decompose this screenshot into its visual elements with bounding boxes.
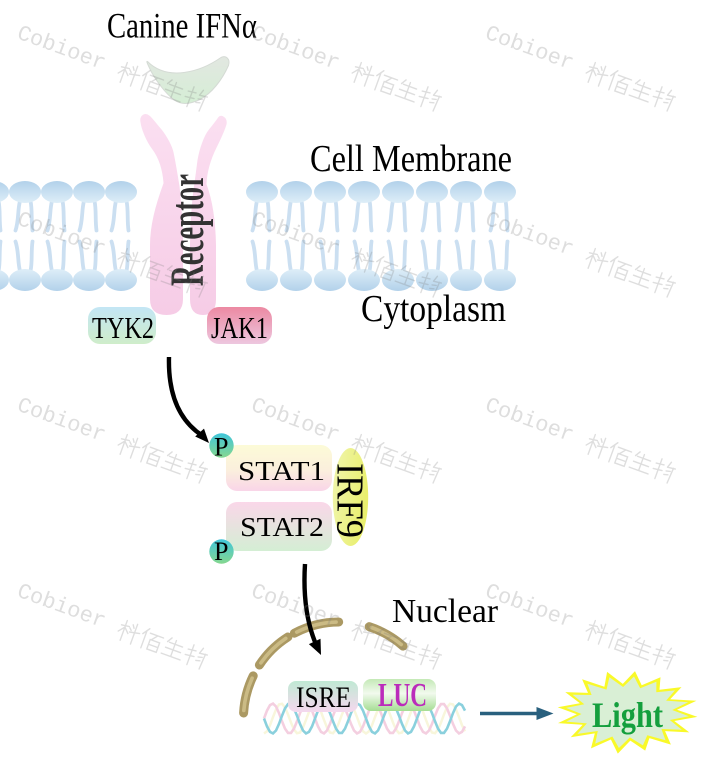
svg-text:STAT2: STAT2 [240,512,324,542]
svg-text:TYK2: TYK2 [92,310,154,345]
svg-text:Light: Light [592,695,663,735]
svg-text:ISRE: ISRE [296,681,351,714]
svg-text:STAT1: STAT1 [238,456,325,486]
svg-text:Canine IFNα: Canine IFNα [107,6,257,46]
svg-text:LUC: LUC [378,677,427,714]
svg-text:JAK1: JAK1 [211,310,268,345]
svg-text:IRF9: IRF9 [329,463,371,538]
svg-text:P: P [214,537,228,566]
svg-text:Nuclear: Nuclear [392,593,499,630]
svg-text:P: P [214,433,228,462]
svg-text:Cell Membrane: Cell Membrane [310,138,512,180]
